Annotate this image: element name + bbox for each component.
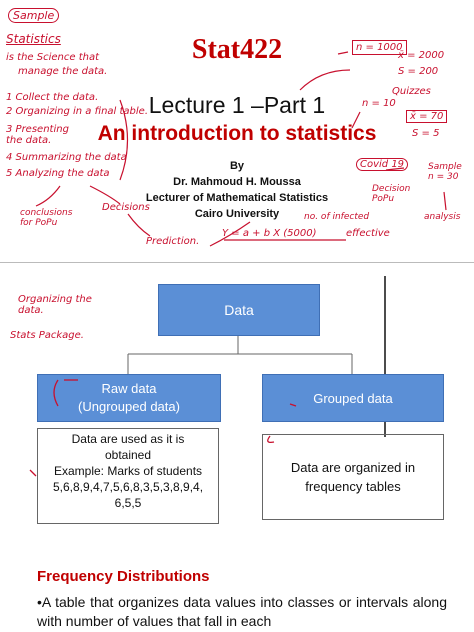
grouped-data-description: Data are organized in frequency tables <box>262 434 444 520</box>
ink-decision-popu: Decision PoPu <box>372 184 411 204</box>
ink-strokes-slide1 <box>35 51 447 247</box>
ink-stats-package: Stats Package. <box>10 330 84 341</box>
slide1-subtitle: An introduction to statistics <box>97 122 377 145</box>
grouped-data-box: Grouped data <box>262 374 444 422</box>
ink-sample-tag: Sample <box>8 8 60 23</box>
ink-xbar-70: x̄ = 70 <box>406 110 448 123</box>
raw-data-description: Data are used as it is obtained Example:… <box>37 428 219 524</box>
grouped-desc-line-1: Data are organized in <box>290 460 416 475</box>
ink-sample-n30: Sample n = 30 <box>428 162 462 182</box>
ink-analysis: analysis <box>424 212 461 222</box>
ink-statistics-heading: Statistics <box>6 32 61 46</box>
slide-divider <box>0 262 474 263</box>
raw-desc-line-1: Data are used as it is <box>71 432 185 446</box>
frequency-distributions-heading: Frequency Distributions <box>37 568 210 585</box>
frequency-distributions-bullet: •A table that organizes data values into… <box>37 594 447 629</box>
raw-data-subtitle: (Ungrouped data) <box>78 399 180 414</box>
ink-step-1: 1 Collect the data. <box>6 92 99 103</box>
ink-covid: Covid 19 <box>356 158 409 171</box>
ink-statistics-def-1: is the Science that <box>6 52 100 63</box>
ink-statistics-def-2: manage the data. <box>18 66 108 77</box>
ink-formula: Y = a + b X (5000) <box>222 228 317 239</box>
raw-desc-line-3: Example: Marks of students <box>53 464 203 478</box>
ink-infected: no. of infected <box>304 212 370 222</box>
ink-s-5: S = 5 <box>412 128 440 139</box>
raw-desc-line-4: 5,6,8,9,4,7,5,6,8,3,5,3,8,9,4, <box>52 480 204 494</box>
ink-quizzes: Quizzes <box>392 86 431 97</box>
raw-desc-line-5: 6,5,5 <box>114 496 142 510</box>
ink-xbar-2000: x̄ = 2000 <box>398 50 445 61</box>
ink-s-200: S = 200 <box>398 66 439 77</box>
grouped-data-title: Grouped data <box>313 390 393 406</box>
raw-desc-line-2: obtained <box>104 448 152 462</box>
ink-conclusions: conclusions for PoPu <box>20 208 73 228</box>
data-box: Data <box>158 284 320 336</box>
ink-step-4: 4 Summarizing the data <box>6 152 127 163</box>
ink-step-3: 3 Presenting the data. <box>6 124 69 146</box>
slide1-title: Stat422 <box>191 34 283 65</box>
grouped-desc-line-2: frequency tables <box>305 479 401 494</box>
ink-prediction: Prediction. <box>146 236 200 247</box>
ink-effective: effective <box>346 228 390 239</box>
slide1-author: Dr. Mahmoud H. Moussa <box>173 176 301 188</box>
raw-data-box: Raw data (Ungrouped data) <box>37 374 221 422</box>
slide1-lecture: Lecture 1 –Part 1 <box>148 92 326 118</box>
raw-data-title: Raw data <box>101 381 157 396</box>
data-box-label: Data <box>224 302 254 318</box>
slide1-role: Lecturer of Mathematical Statistics <box>145 192 329 204</box>
ink-step-5: 5 Analyzing the data <box>6 168 110 179</box>
ink-n-10: n = 10 <box>362 98 396 109</box>
ink-decisions: Decisions <box>102 202 150 213</box>
ink-step-2: 2 Organizing in a final table. <box>6 106 148 117</box>
ink-n-1000: n = 1000 <box>352 40 407 55</box>
slide1-university: Cairo University <box>194 208 280 220</box>
ink-strokes-slide2 <box>29 379 297 477</box>
slide1-by: By <box>229 160 245 172</box>
ink-organizing: Organizing the data. <box>18 294 92 316</box>
